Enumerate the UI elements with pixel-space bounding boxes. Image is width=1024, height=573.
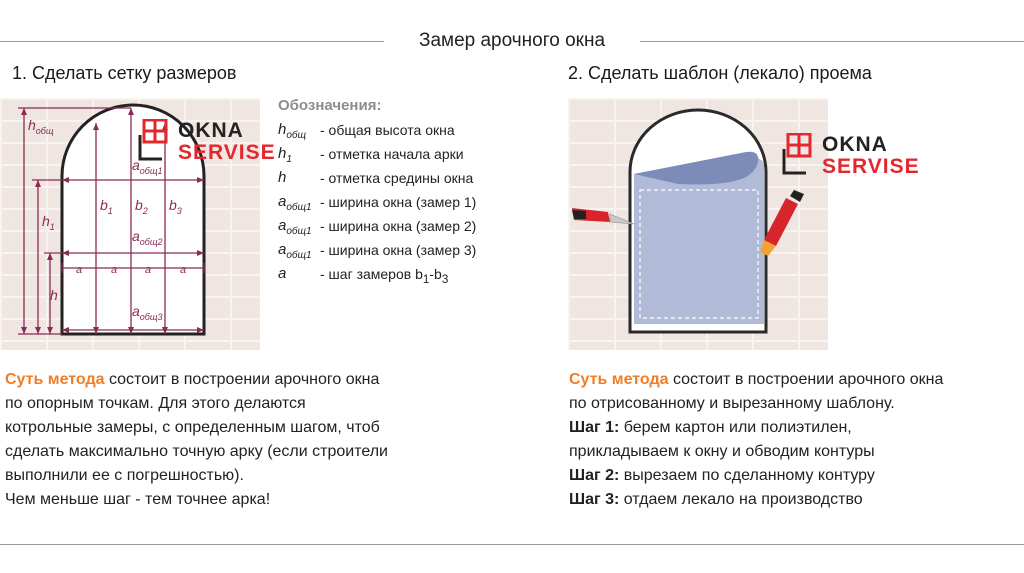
- footer-rule: [0, 544, 1024, 545]
- logo-left: OKNA SERVISE: [138, 119, 280, 167]
- label-b1: b1: [100, 197, 113, 216]
- label-b2: b2: [135, 197, 148, 216]
- page-title: Замер арочного окна: [418, 30, 606, 51]
- label-b3: b3: [169, 197, 182, 216]
- label-a-total3: aобщ3: [132, 303, 163, 322]
- label-step-3: a: [145, 264, 151, 276]
- template-cut-line: [639, 189, 759, 319]
- legend: Обозначения: hобщ- общая высота окна h1-…: [278, 94, 508, 286]
- header-rule-left: [0, 41, 384, 42]
- template-sheet: [634, 158, 764, 324]
- logo-line2: SERVISE: [822, 155, 920, 178]
- legend-row: h- отметка средины окна: [278, 169, 474, 186]
- marker-icon: [760, 190, 804, 256]
- header-rule-right: [640, 41, 1024, 42]
- logo-line1: OKNA: [822, 133, 888, 156]
- legend-row: a- шаг замеров b1-b3: [278, 265, 449, 286]
- label-step-2: a: [111, 264, 117, 276]
- logo-mark-icon: [782, 133, 812, 175]
- legend-row: aобщ1- ширина окна (замер 1): [278, 193, 477, 213]
- right-section-title: 2. Сделать шаблон (лекало) проема: [568, 63, 872, 83]
- knife-icon: [572, 208, 635, 225]
- label-step-1: a: [76, 264, 82, 276]
- label-h: h: [50, 287, 58, 303]
- logo-right: OKNA SERVISE: [782, 133, 924, 181]
- logo-line2: SERVISE: [178, 141, 276, 164]
- label-h-total: hобщ: [28, 117, 54, 136]
- legend-title: Обозначения:: [278, 97, 382, 114]
- label-h1: h1: [42, 213, 55, 232]
- label-step-4: a: [180, 264, 186, 276]
- right-description: Суть метода состоит в построении арочног…: [569, 371, 944, 508]
- right-brick-wall: [568, 98, 828, 350]
- left-description: Суть метода состоит в построении арочног…: [5, 371, 388, 508]
- logo-line1: OKNA: [178, 119, 244, 142]
- legend-row: aобщ1- ширина окна (замер 2): [278, 217, 477, 237]
- legend-row: h1- отметка начала арки: [278, 145, 464, 165]
- label-a-total2: aобщ2: [132, 228, 163, 247]
- logo-mark-icon: [138, 119, 168, 161]
- window-opening-outline: [628, 108, 768, 334]
- legend-row: hобщ- общая высота окна: [278, 121, 455, 141]
- legend-row: aобщ1- ширина окна (замер 3): [278, 241, 477, 261]
- left-section-title: 1. Сделать сетку размеров: [12, 63, 237, 83]
- left-brick-wall: hобщ h1 h aобщ1 aобщ2 aобщ3 b1 b2 b3 a a…: [0, 98, 260, 350]
